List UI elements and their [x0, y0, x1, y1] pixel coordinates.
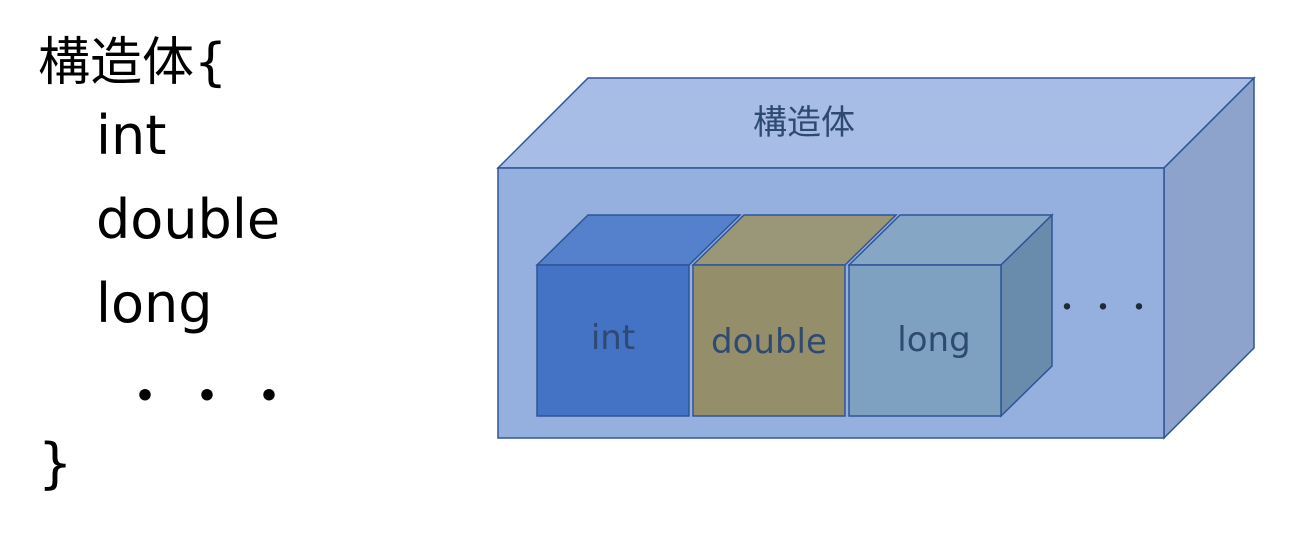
code-line-long: long: [96, 272, 213, 335]
code-line-struct-open: 構造体{: [38, 33, 228, 93]
cube-label: double: [711, 322, 827, 362]
member-cube-int: int: [535, 214, 742, 417]
cube-front-face: [848, 264, 1002, 417]
code-line-int: int: [96, 104, 167, 167]
code-line-double: double: [96, 188, 281, 251]
member-cube-long: long: [847, 213, 1054, 418]
member-cube-double: double: [691, 214, 898, 417]
code-line-ellipsis: ・・・: [118, 365, 304, 428]
diagram-ellipsis: ・・・: [1052, 291, 1160, 326]
cube-front-face: [692, 264, 846, 417]
code-block: 構造体{ int double long ・・・ }: [0, 0, 470, 544]
container-label: 構造体: [753, 103, 855, 143]
container-top-face: [496, 77, 1256, 169]
cube-label: int: [591, 318, 635, 358]
cube-front-face: [536, 264, 690, 417]
cube-label: long: [897, 320, 970, 360]
code-line-struct-close: }: [38, 432, 73, 495]
